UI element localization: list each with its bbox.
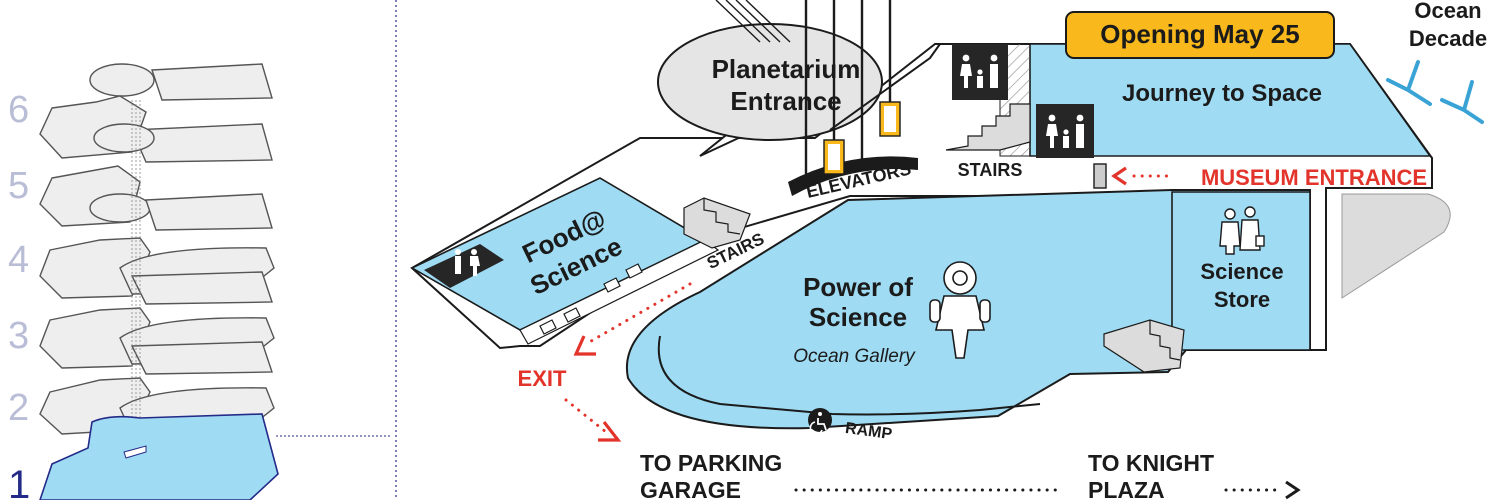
power-of-science-label-1: Power of <box>803 272 913 302</box>
stairs-label-top: STAIRS <box>958 160 1023 180</box>
science-store-label-1: Science <box>1200 259 1283 284</box>
stairs-icon[interactable] <box>683 197 751 249</box>
stairs-icon[interactable] <box>1103 319 1185 373</box>
adjacent-building <box>1341 193 1451 299</box>
ocean-decade-label-1: Ocean <box>1414 0 1481 23</box>
science-store-label-2: Store <box>1214 287 1270 312</box>
ramp-label: RAMP <box>844 420 893 443</box>
planetarium-rays <box>715 0 791 43</box>
planetarium-callout-tail <box>699 127 761 157</box>
elevator-icon[interactable] <box>879 101 901 137</box>
wheelchair-icon <box>808 408 832 435</box>
journey-to-space-label: Journey to Space <box>1122 80 1322 107</box>
floor-number-4[interactable]: 4 <box>8 239 29 281</box>
exit-route <box>564 174 1174 434</box>
floor-number-3[interactable]: 3 <box>8 315 29 357</box>
science-store-area[interactable] <box>1171 191 1311 351</box>
arrow-icon <box>1285 480 1301 500</box>
planetarium-label-2: Entrance <box>730 86 841 116</box>
elevators-bar <box>788 156 918 196</box>
shoppers-icon <box>1219 206 1265 255</box>
elevator-icon[interactable] <box>823 139 845 175</box>
museum-entrance-label[interactable]: MUSEUM ENTRANCE <box>1201 165 1427 190</box>
floor-number-1[interactable]: 1 <box>8 463 30 500</box>
stairs-label-left: STAIRS <box>704 229 767 273</box>
arrow-icon <box>573 335 596 356</box>
to-parking-label-2[interactable]: GARAGE <box>640 477 741 500</box>
exit-label[interactable]: EXIT <box>518 366 567 391</box>
arrow-icon <box>1111 166 1127 186</box>
food-seating-strip <box>519 239 720 345</box>
to-knight-plaza-label-2[interactable]: PLAZA <box>1088 477 1165 500</box>
family-restroom-icon[interactable] <box>952 44 1008 100</box>
planetarium-pillars <box>804 0 892 178</box>
entrance-door[interactable] <box>1093 163 1107 189</box>
main-corridor <box>410 43 1433 351</box>
stairs-icon[interactable] <box>945 103 1031 151</box>
planetarium-bubble[interactable] <box>657 23 883 141</box>
family-restroom-icon[interactable] <box>1036 104 1094 158</box>
journey-to-space-area[interactable] <box>1029 43 1432 157</box>
diver-suit-icon <box>929 261 991 359</box>
opening-badge-label: Opening May 25 <box>1100 19 1299 49</box>
ocean-decade-icon <box>1386 60 1484 124</box>
floor-number-2[interactable]: 2 <box>8 387 29 429</box>
food-science-label-1: Food@ <box>518 203 611 269</box>
bench-icon <box>539 263 643 335</box>
floor-selector-panel: 6 5 4 3 2 1 <box>8 0 397 500</box>
floor-number-6[interactable]: 6 <box>8 89 29 131</box>
arrow-icon <box>598 421 622 442</box>
floor-number-5[interactable]: 5 <box>8 165 29 207</box>
power-of-science-label-2: Science <box>809 302 907 332</box>
power-of-science-gallery[interactable] <box>625 189 1311 430</box>
to-knight-plaza-label-1[interactable]: TO KNIGHT <box>1088 450 1214 476</box>
floor-6-plate[interactable] <box>39 63 273 159</box>
food-science-label-2: Science <box>525 231 626 301</box>
ocean-decade-label-2: Decade <box>1409 26 1487 51</box>
stairs-hatch <box>999 43 1031 157</box>
planetarium-connector <box>829 43 941 131</box>
ramp-line <box>657 335 1041 416</box>
planetarium-label-1: Planetarium <box>712 54 861 84</box>
restroom-icon[interactable] <box>424 244 504 288</box>
food-science-area[interactable] <box>410 177 707 331</box>
ocean-gallery-label: Ocean Gallery <box>793 346 916 367</box>
to-parking-label-1[interactable]: TO PARKING <box>640 450 782 476</box>
floor-1-plate[interactable] <box>39 413 279 500</box>
elevators-label: ELEVATORS <box>804 158 913 202</box>
opening-badge <box>1065 11 1335 59</box>
